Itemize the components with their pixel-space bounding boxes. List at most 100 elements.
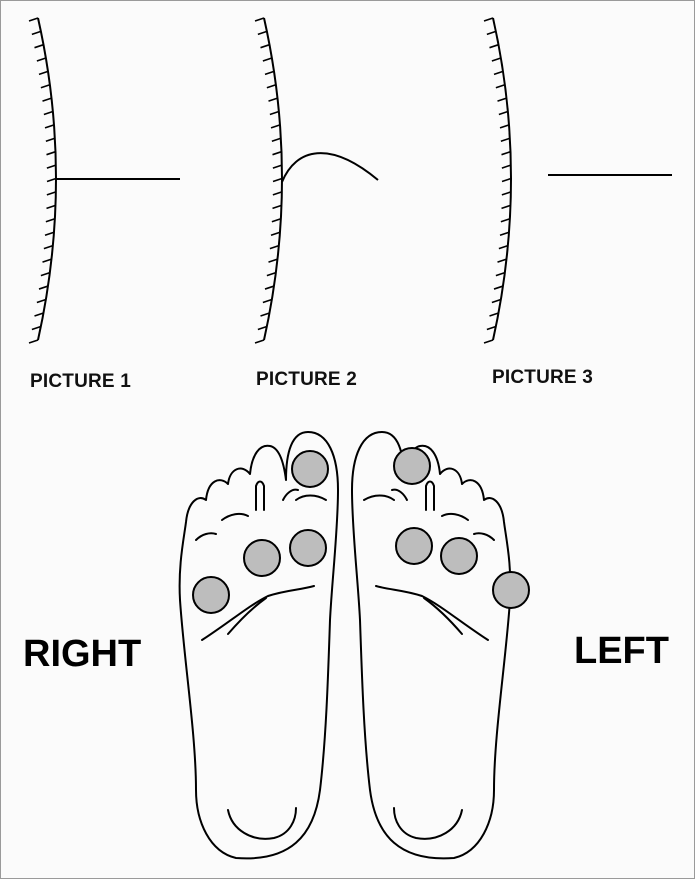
scale-tick — [498, 259, 507, 262]
scale-tick — [47, 152, 56, 155]
right-foot-diagram — [180, 432, 338, 858]
scale-tick — [498, 98, 507, 101]
picture-3-scale-ticks — [484, 18, 511, 343]
scale-tick — [271, 232, 280, 235]
scale-tick — [273, 192, 282, 195]
scale-tick — [492, 58, 501, 61]
scale-tick — [501, 138, 510, 141]
scale-tick — [35, 45, 44, 48]
picture-1-scale-ticks — [29, 18, 56, 343]
scale-tick — [267, 85, 276, 88]
left-foot-toe-crease-1 — [474, 533, 494, 540]
right-foot-markers — [193, 451, 328, 613]
scale-tick — [44, 112, 53, 115]
scale-tick — [270, 112, 279, 115]
right-foot-marker-ball-2[interactable] — [244, 540, 280, 576]
scale-tick — [44, 246, 53, 249]
scale-tick — [47, 192, 56, 195]
scale-tick — [270, 246, 279, 249]
scale-tick — [273, 179, 282, 182]
right-foot-marker-ball-1[interactable] — [290, 530, 326, 566]
scale-tick — [500, 125, 509, 128]
picture-1-label: PICTURE 1 — [30, 371, 131, 393]
scale-tick — [261, 45, 270, 48]
scale-tick — [496, 85, 505, 88]
scale-tick — [39, 71, 48, 74]
left-foot-ball-crease — [376, 586, 488, 640]
scale-tick — [46, 138, 55, 141]
left-foot-toe-crease-4 — [392, 490, 407, 500]
right-foot-toe-crease-4 — [283, 490, 298, 500]
scale-tick — [499, 246, 508, 249]
right-foot-marker-big-toe[interactable] — [292, 451, 328, 487]
left-foot-diagram — [352, 432, 510, 858]
right-foot-toe-crease-2 — [222, 514, 248, 520]
scale-tick — [500, 232, 509, 235]
scale-tick — [272, 219, 281, 222]
scale-tick — [47, 205, 56, 208]
left-foot-marker-big-toe[interactable] — [394, 448, 430, 484]
scale-tick — [502, 205, 511, 208]
left-foot-arch-crease — [424, 598, 462, 634]
right-foot-toe-crease-3 — [256, 482, 264, 511]
picture-2-scale-ticks — [255, 18, 282, 343]
scale-tick — [29, 18, 38, 21]
scale-tick — [46, 219, 55, 222]
scale-tick — [502, 192, 511, 195]
scale-tick — [502, 179, 511, 182]
scale-tick — [47, 179, 56, 182]
left-foot-marker-ball-2[interactable] — [441, 538, 477, 574]
left-foot-markers — [394, 448, 529, 608]
scale-tick — [271, 125, 280, 128]
left-foot-heel-crease — [394, 808, 462, 839]
scale-tick — [41, 273, 50, 276]
left-foot-toe-crease-5 — [364, 496, 394, 501]
picture-2-label: PICTURE 2 — [256, 369, 357, 391]
scale-tick — [258, 31, 267, 34]
left-foot-label: LEFT — [574, 630, 669, 673]
left-foot-toe-crease-3 — [426, 482, 434, 511]
scale-tick — [32, 31, 41, 34]
scale-tick — [484, 340, 493, 343]
right-foot-toe-crease-1 — [196, 533, 216, 540]
left-foot-marker-ball-1[interactable] — [396, 528, 432, 564]
scale-tick — [494, 71, 503, 74]
scale-tick — [273, 165, 282, 168]
scale-tick — [272, 138, 281, 141]
scale-tick — [45, 125, 54, 128]
right-foot-heel-crease — [228, 808, 296, 839]
scale-tick — [496, 273, 505, 276]
scale-tick — [487, 31, 496, 34]
scale-tick — [47, 165, 56, 168]
scale-tick — [255, 18, 264, 21]
scale-tick — [267, 273, 276, 276]
scale-tick — [43, 98, 52, 101]
scale-tick — [29, 340, 38, 343]
scale-tick — [255, 340, 264, 343]
picture-1-graph — [29, 18, 180, 343]
scale-tick — [41, 85, 50, 88]
left-foot-marker-ball-3[interactable] — [493, 572, 529, 608]
scale-tick — [490, 45, 499, 48]
picture-2-trace — [282, 153, 378, 182]
scale-tick — [43, 259, 52, 262]
scale-tick — [265, 71, 274, 74]
right-foot-label: RIGHT — [23, 633, 141, 676]
picture-3-label: PICTURE 3 — [492, 367, 593, 389]
scale-tick — [263, 58, 272, 61]
scale-tick — [273, 152, 282, 155]
picture-2-graph — [255, 18, 378, 343]
scale-tick — [37, 58, 46, 61]
scale-tick — [501, 219, 510, 222]
right-foot-marker-ball-3[interactable] — [193, 577, 229, 613]
right-foot-toe-crease-5 — [296, 496, 326, 501]
scale-tick — [269, 98, 278, 101]
scale-tick — [273, 205, 282, 208]
scale-tick — [502, 165, 511, 168]
scale-tick — [484, 18, 493, 21]
left-foot-toe-crease-2 — [442, 514, 468, 520]
scale-tick — [502, 152, 511, 155]
scale-tick — [45, 232, 54, 235]
scale-tick — [269, 259, 278, 262]
